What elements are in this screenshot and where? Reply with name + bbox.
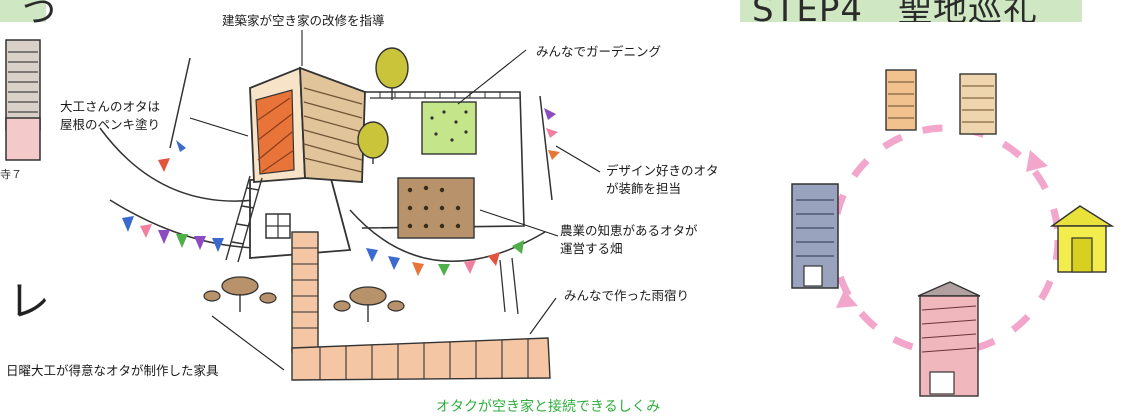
bunting-left <box>99 57 271 252</box>
annotation-carpenter-roof-1: 大工さんのオタは <box>60 99 161 114</box>
leader-lines <box>189 30 601 371</box>
step4-title: STEP4 聖地巡礼 <box>752 0 1038 22</box>
furniture <box>203 276 405 322</box>
building-orange-tower <box>885 69 917 131</box>
left-step-header-text: つ <box>22 0 56 32</box>
left-step-header: つ <box>0 0 56 32</box>
annotation-design-1: デザイン好きのオタ <box>606 163 719 178</box>
building-gray-tower <box>791 183 839 289</box>
annotation-design-2: が装飾を担当 <box>606 181 682 196</box>
annotation-gardening: みんなでガーデニング <box>536 44 662 59</box>
garden-enclosure <box>357 47 525 239</box>
left-fragment-label: 寺７ <box>0 168 22 181</box>
house <box>225 66 366 263</box>
annotation-farm-2: 運営する畑 <box>560 241 623 256</box>
annotation-farm-1: 農業の知恵があるオタが <box>560 223 698 238</box>
bunting-right <box>349 95 560 315</box>
walkway <box>291 231 551 381</box>
annotation-furniture: 日曜大工が得意なオタが制作した家具 <box>6 363 219 378</box>
building-tan-tower <box>959 73 997 135</box>
building-pink-house <box>917 281 981 397</box>
annotation-shelter: みんなで作った雨宿り <box>564 288 690 303</box>
step4-header: STEP4 聖地巡礼 <box>740 0 1082 22</box>
diagram-caption: オタクが空き家と接続できるしくみ <box>436 399 661 415</box>
annotation-architect: 建築家が空き家の改修を指導 <box>222 13 385 28</box>
left-fragment-char: レ <box>8 277 51 326</box>
building-yellow-house <box>1049 205 1115 273</box>
annotation-carpenter-roof-2: 屋根のペンキ塗り <box>60 117 161 132</box>
left-partial-building <box>5 39 41 161</box>
